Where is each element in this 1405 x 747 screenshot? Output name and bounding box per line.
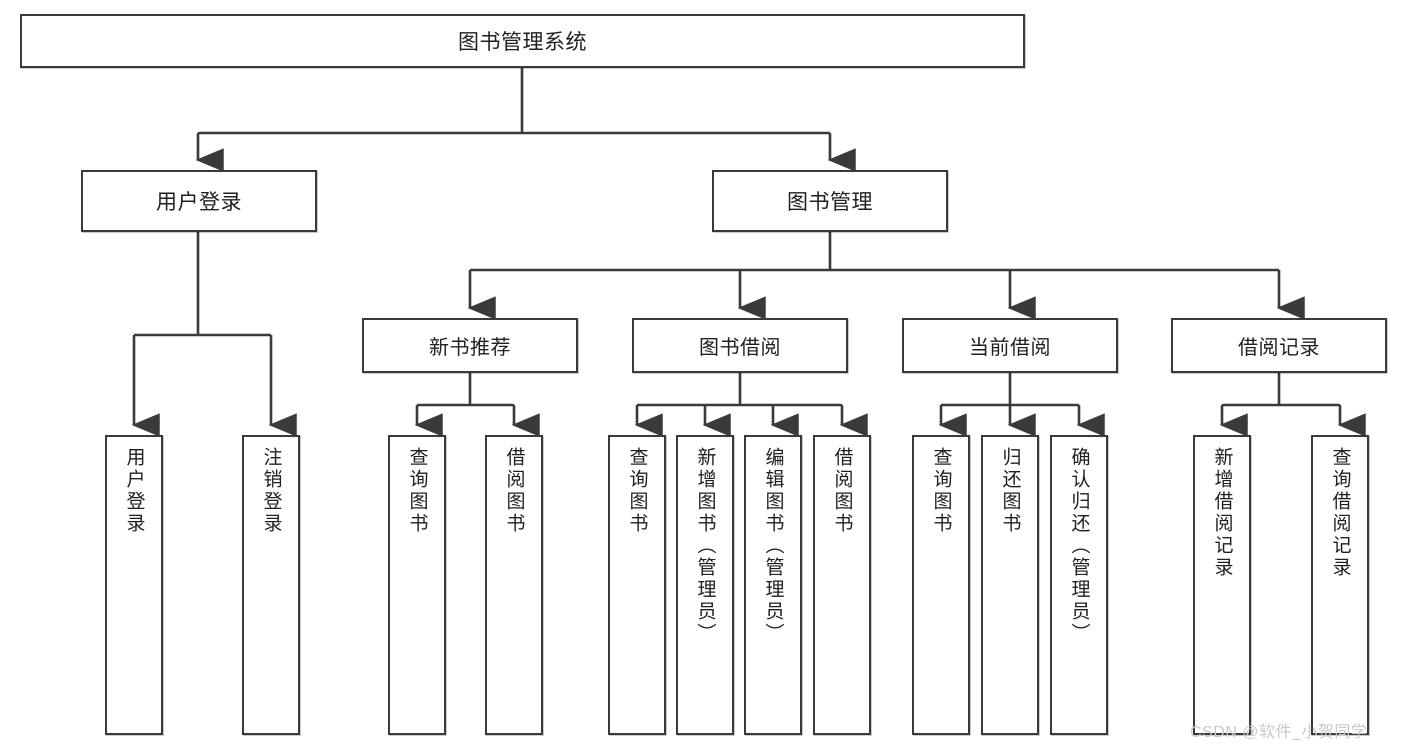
node-label: 查询图书	[406, 447, 428, 535]
leaf-borrow-add-book-admin[interactable]: 新增图书（管理员）	[676, 435, 734, 735]
node-label: 注销登录	[260, 447, 282, 535]
leaf-borrow-borrow-book[interactable]: 借阅图书	[813, 435, 871, 735]
node-new-book-recommend[interactable]: 新书推荐	[362, 318, 578, 373]
node-current-borrow[interactable]: 当前借阅	[902, 318, 1118, 373]
node-borrow-record[interactable]: 借阅记录	[1171, 318, 1387, 373]
node-book-borrow[interactable]: 图书借阅	[632, 318, 848, 373]
leaf-record-add-borrow-record[interactable]: 新增借阅记录	[1193, 435, 1251, 735]
node-label: 图书管理	[787, 191, 873, 214]
node-label: 新增图书（管理员）	[694, 447, 716, 645]
leaf-user-login-login[interactable]: 用户登录	[105, 435, 163, 735]
leaf-current-confirm-return-admin[interactable]: 确认归还（管理员）	[1050, 435, 1108, 735]
leaf-user-login-logout[interactable]: 注销登录	[242, 435, 300, 735]
node-label: 借阅记录	[1238, 337, 1320, 359]
node-label: 图书借阅	[699, 337, 781, 359]
node-label: 查询借阅记录	[1329, 447, 1351, 579]
node-book-management[interactable]: 图书管理	[712, 170, 948, 232]
node-label: 新书推荐	[429, 337, 511, 359]
csdn-watermark: CSDN @软件_小贺同学	[1190, 724, 1368, 741]
leaf-newbook-query-book[interactable]: 查询图书	[388, 435, 446, 735]
node-label: 编辑图书（管理员）	[762, 447, 784, 645]
node-label: 当前借阅	[969, 337, 1051, 359]
node-label: 新增借阅记录	[1211, 447, 1233, 579]
leaf-current-return-book[interactable]: 归还图书	[981, 435, 1039, 735]
node-label: 查询图书	[626, 447, 648, 535]
node-user-login[interactable]: 用户登录	[81, 170, 317, 232]
node-label: 借阅图书	[831, 447, 853, 535]
node-root-book-management-system[interactable]: 图书管理系统	[20, 14, 1025, 68]
leaf-borrow-edit-book-admin[interactable]: 编辑图书（管理员）	[744, 435, 802, 735]
node-label: 确认归还（管理员）	[1068, 447, 1090, 645]
leaf-record-query-borrow-record[interactable]: 查询借阅记录	[1311, 435, 1369, 735]
node-label: 归还图书	[999, 447, 1021, 535]
node-label: 图书管理系统	[458, 31, 587, 54]
leaf-current-query-book[interactable]: 查询图书	[912, 435, 970, 735]
leaf-newbook-borrow-book[interactable]: 借阅图书	[485, 435, 543, 735]
node-label: 用户登录	[123, 447, 145, 535]
node-label: 查询图书	[930, 447, 952, 535]
node-label: 用户登录	[156, 191, 242, 214]
leaf-borrow-query-book[interactable]: 查询图书	[608, 435, 666, 735]
node-label: 借阅图书	[503, 447, 525, 535]
